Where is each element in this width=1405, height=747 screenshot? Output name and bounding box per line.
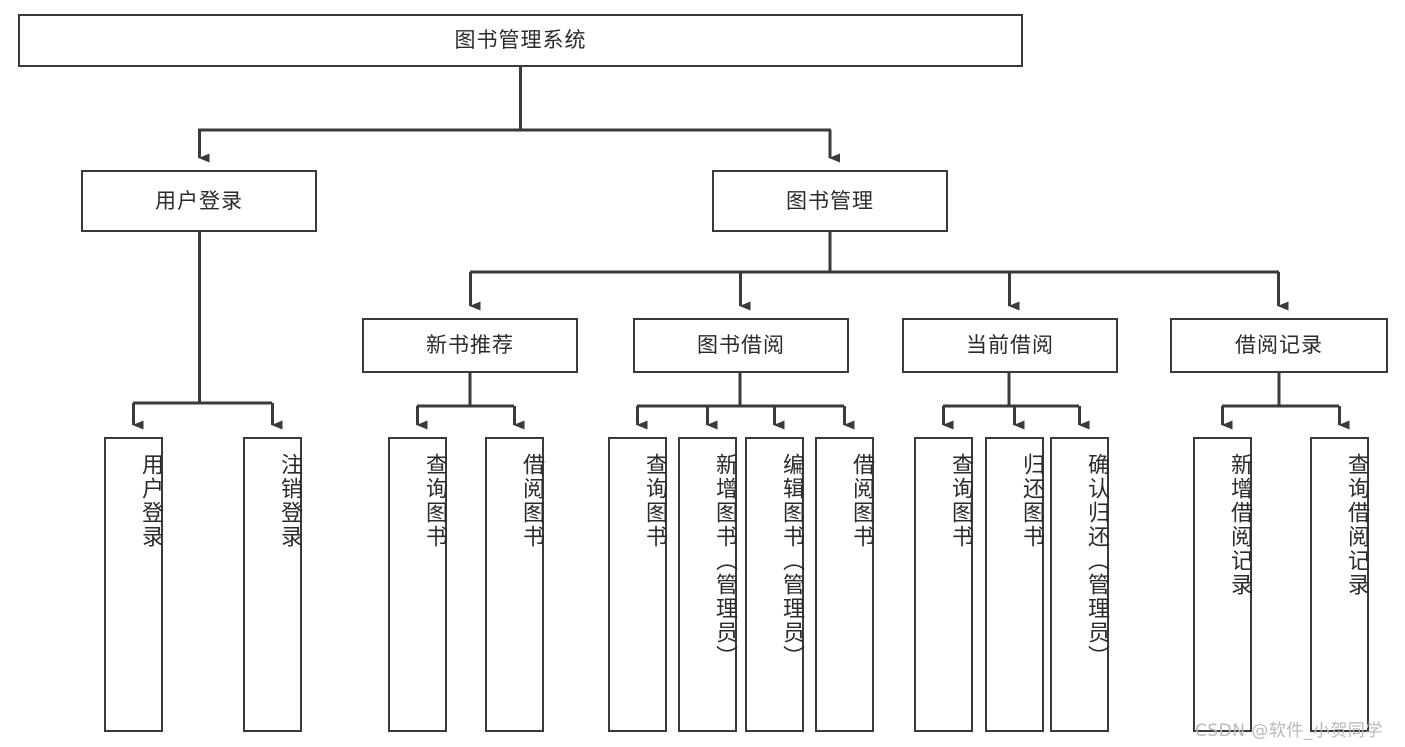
node-label: 图书管理系统 — [454, 28, 587, 53]
node-leaf-confirm-return-admin[interactable]: 确认归还（管理员） — [1050, 437, 1109, 732]
node-book-management[interactable]: 图书管理 — [712, 170, 948, 232]
node-label: 借阅记录 — [1235, 333, 1323, 358]
node-label: 查询图书 — [948, 453, 973, 549]
node-label: 归还图书 — [1019, 453, 1044, 549]
node-user-login[interactable]: 用户登录 — [81, 170, 317, 232]
node-book-borrow[interactable]: 图书借阅 — [633, 318, 849, 373]
node-label: 注销登录 — [277, 453, 302, 549]
node-leaf-user-login[interactable]: 用户登录 — [104, 437, 163, 732]
node-label: 用户登录 — [138, 453, 163, 549]
node-label: 编辑图书（管理员） — [779, 453, 804, 669]
node-new-book-recommend[interactable]: 新书推荐 — [362, 318, 578, 373]
node-borrow-record[interactable]: 借阅记录 — [1170, 318, 1388, 373]
node-leaf-borrow-book-2[interactable]: 借阅图书 — [815, 437, 874, 732]
node-leaf-add-book-admin[interactable]: 新增图书（管理员） — [678, 437, 737, 732]
node-label: 新书推荐 — [426, 333, 514, 358]
node-label: 图书借阅 — [697, 333, 785, 358]
node-leaf-query-book-1[interactable]: 查询图书 — [388, 437, 447, 732]
node-leaf-query-book-3[interactable]: 查询图书 — [914, 437, 973, 732]
node-leaf-borrow-book-1[interactable]: 借阅图书 — [485, 437, 544, 732]
node-label: 借阅图书 — [849, 453, 874, 549]
node-label: 借阅图书 — [519, 453, 544, 549]
node-leaf-add-borrow-record[interactable]: 新增借阅记录 — [1193, 437, 1252, 732]
node-book-management-system[interactable]: 图书管理系统 — [18, 14, 1023, 67]
node-label: 图书管理 — [786, 188, 874, 213]
node-current-borrow[interactable]: 当前借阅 — [902, 318, 1118, 373]
node-leaf-edit-book-admin[interactable]: 编辑图书（管理员） — [745, 437, 804, 732]
node-label: 用户登录 — [155, 188, 243, 213]
node-label: 新增借阅记录 — [1227, 453, 1252, 597]
node-leaf-query-book-2[interactable]: 查询图书 — [608, 437, 667, 732]
node-label: 新增图书（管理员） — [712, 453, 737, 669]
node-label: 当前借阅 — [966, 333, 1054, 358]
node-label: 确认归还（管理员） — [1084, 453, 1109, 669]
node-leaf-return-book[interactable]: 归还图书 — [985, 437, 1044, 732]
node-leaf-query-borrow-record[interactable]: 查询借阅记录 — [1310, 437, 1369, 732]
node-leaf-logout-login[interactable]: 注销登录 — [243, 437, 302, 732]
node-label: 查询借阅记录 — [1344, 453, 1369, 597]
node-label: 查询图书 — [642, 453, 667, 549]
node-label: 查询图书 — [422, 453, 447, 549]
